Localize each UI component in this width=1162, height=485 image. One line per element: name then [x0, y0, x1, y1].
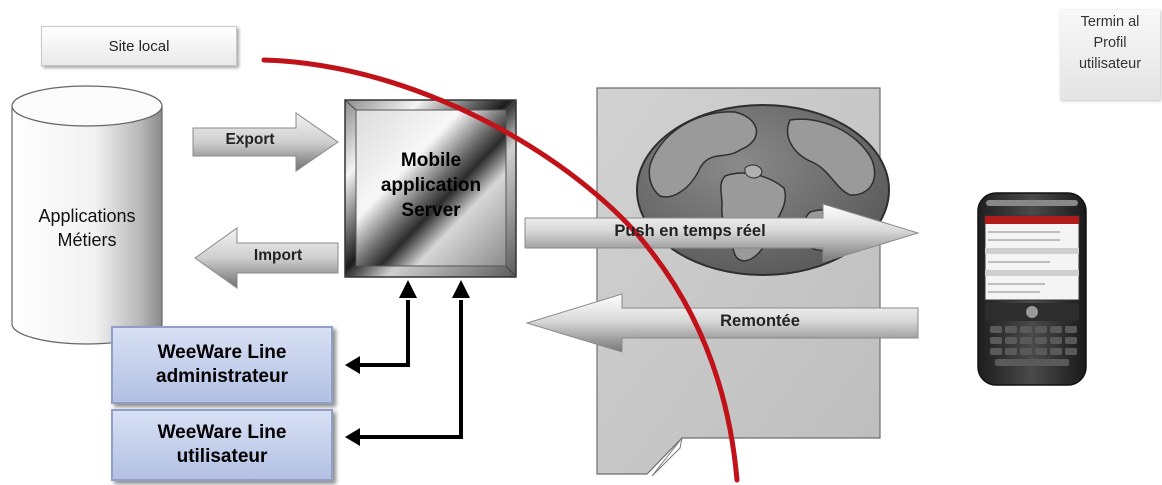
metiers-text: Métiers: [57, 230, 117, 250]
weeware-user-box: WeeWare Line utilisateur: [111, 409, 333, 481]
server-label: Mobile application Server: [356, 148, 506, 223]
weeware-user-line2: utilisateur: [176, 446, 268, 467]
import-label: Import: [253, 247, 303, 264]
remontee-label: Remontée: [720, 312, 800, 330]
weeware-user-line1: WeeWare Line: [157, 422, 287, 443]
mobile-application-server: [344, 99, 517, 278]
remontee-arrow: [525, 293, 919, 353]
site-local-label: Site local: [41, 26, 237, 66]
site-local-text: Site local: [108, 37, 170, 55]
server-server-text: Server: [401, 200, 461, 221]
export-label: Export: [225, 131, 275, 148]
weeware-admin-line2: administrateur: [156, 366, 288, 387]
boundary-curve: [261, 57, 740, 483]
terminal-text: Termin al: [1080, 14, 1140, 30]
export-arrow: [192, 112, 339, 172]
server-application-text: application: [380, 175, 482, 196]
weeware-admin-box: WeeWare Line administrateur: [111, 326, 333, 404]
server-mobile-text: Mobile: [400, 150, 462, 171]
utilisateur-text: utilisateur: [1078, 56, 1142, 72]
applications-database: [11, 85, 163, 345]
user-connector: [358, 300, 463, 439]
smartphone-icon: [977, 192, 1087, 386]
profil-text: Profil: [1093, 35, 1127, 51]
applications-text: Applications: [38, 206, 136, 226]
applications-metiers-label: Applications Métiers: [12, 204, 162, 252]
import-arrow: [194, 227, 339, 289]
admin-connector: [358, 300, 410, 367]
terminal-profil-label: Termin al Profil utilisateur: [1060, 10, 1160, 100]
push-label: Push en temps réel: [614, 222, 766, 240]
weeware-admin-line1: WeeWare Line: [157, 342, 287, 363]
